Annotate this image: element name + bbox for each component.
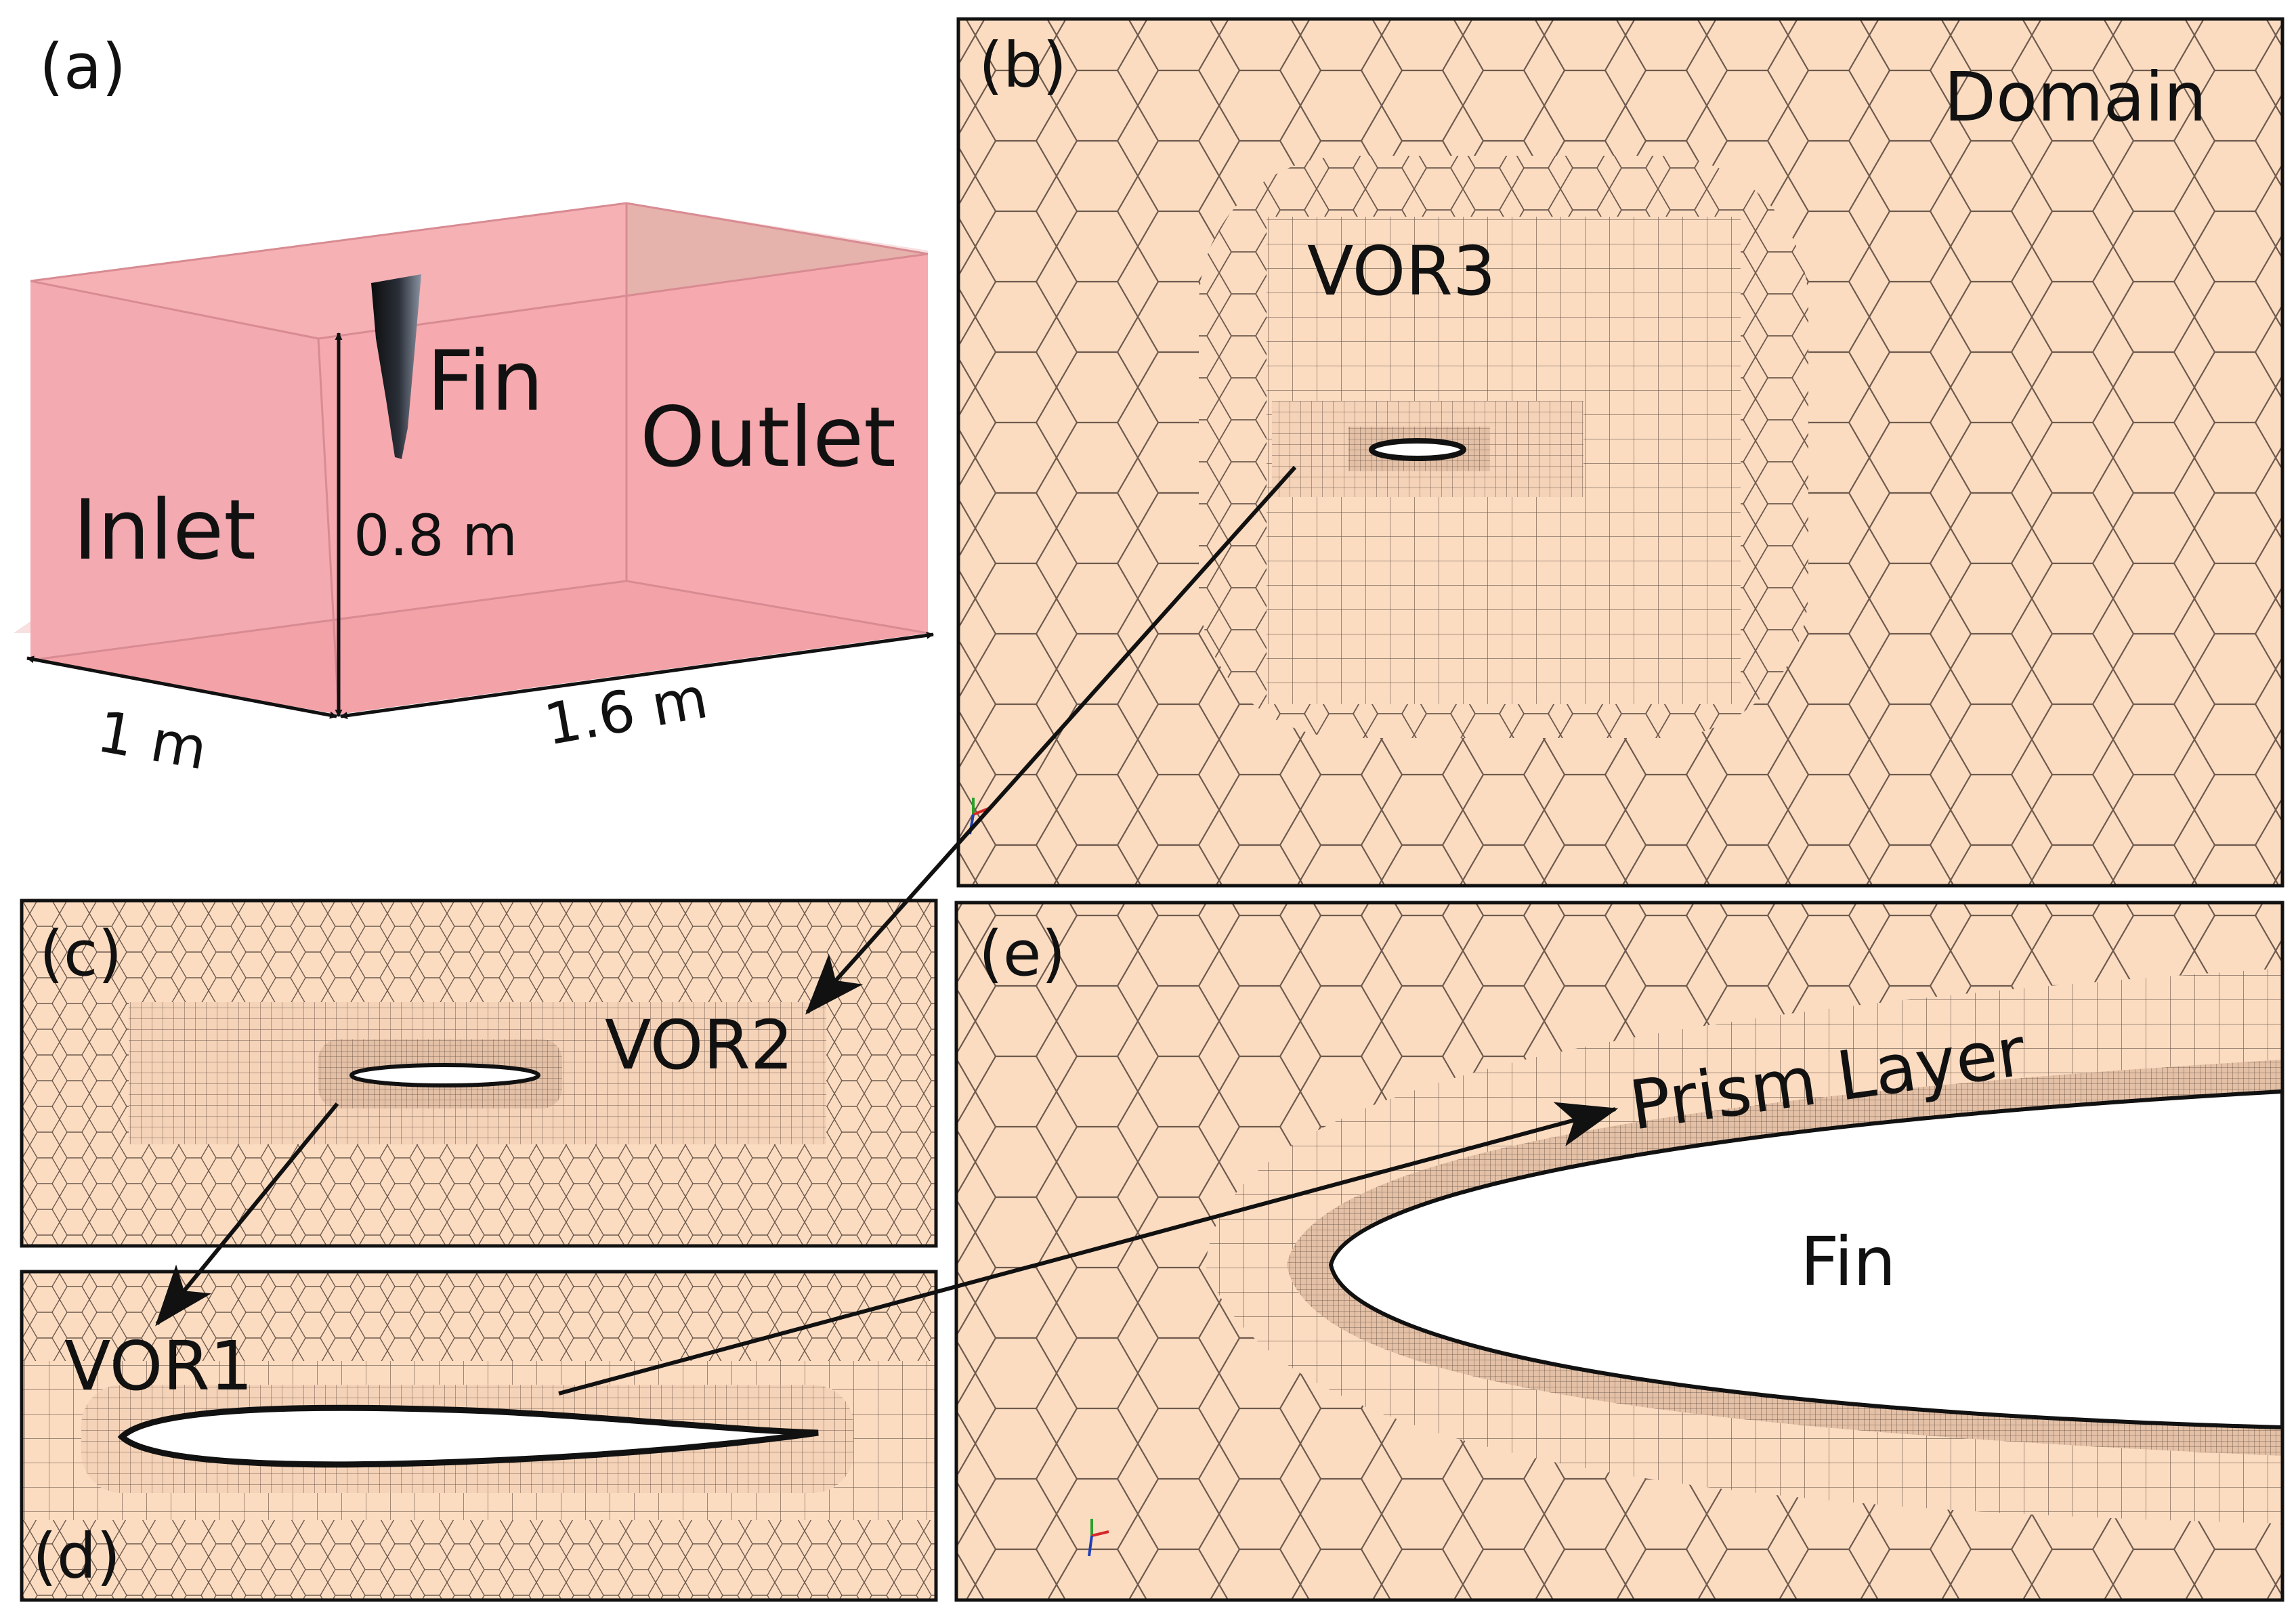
inlet-face: [30, 281, 339, 714]
panel-b: (b) Domain VOR3: [956, 17, 2284, 888]
connector-arrows: [155, 466, 1619, 1396]
width-arrow: [26, 655, 338, 719]
outlet-label: Outlet: [640, 389, 896, 485]
panel-b-label: (b): [979, 29, 1067, 102]
vor1-label: VOR1: [64, 1326, 253, 1406]
panel-e: (e) Prism Layer Fin: [954, 901, 2284, 1602]
panel-a: (a) Inlet Outlet Fin 0.8 m 1 m 1.6 m: [14, 30, 935, 783]
height-label: 0.8 m: [354, 502, 517, 569]
panel-e-label: (e): [979, 918, 1065, 990]
arrow-d-to-e: [558, 1102, 1619, 1396]
fin-body-e: [1328, 1089, 2282, 1430]
box-front-face: [318, 254, 928, 714]
fin-section-c: [349, 1063, 540, 1087]
panel-c-label: (c): [39, 918, 122, 990]
panel-d-label: (d): [33, 1520, 121, 1593]
width-label: 1 m: [93, 698, 213, 783]
arrow-c-to-d: [155, 1102, 339, 1326]
fin-section-b: [1369, 438, 1466, 461]
fin-label-a: Fin: [427, 333, 544, 429]
fin-solid: [371, 274, 421, 459]
domain-label: Domain: [1944, 58, 2207, 137]
panel-c-frame: [20, 899, 938, 1248]
vor2-label: VOR2: [605, 1006, 793, 1085]
fin-section-d: [117, 1404, 819, 1468]
vor3-label: VOR3: [1307, 232, 1495, 311]
panel-e-frame: [954, 901, 2284, 1602]
panel-d: VOR1 (d): [20, 1270, 938, 1602]
inlet-label: Inlet: [73, 482, 256, 578]
panel-a-label: (a): [39, 30, 126, 103]
fin-label-e: Fin: [1800, 1222, 1896, 1301]
panel-d-frame: [20, 1270, 938, 1602]
panel-c: (c) VOR2: [20, 899, 938, 1248]
arrow-b-to-c: [805, 466, 1297, 1015]
axis-triad-e: [1088, 1519, 1109, 1557]
panel-b-frame: [956, 17, 2284, 888]
length-arrow: [339, 631, 935, 720]
